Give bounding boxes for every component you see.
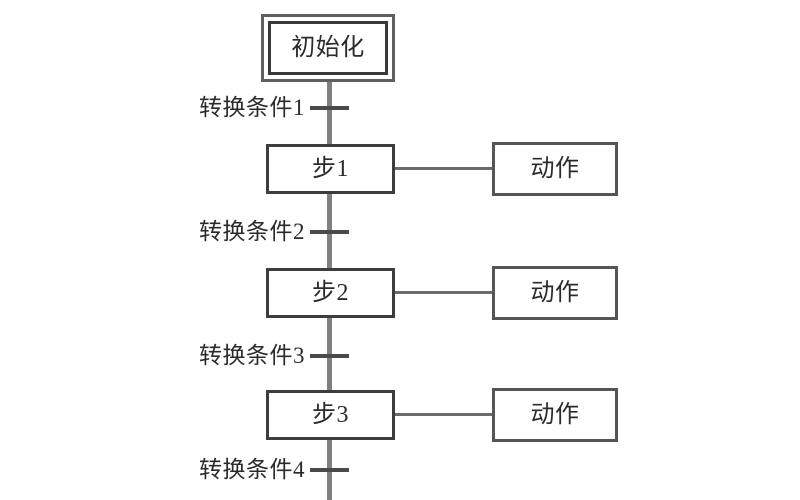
transition-tick-1[interactable]	[310, 106, 349, 110]
trunk-line-init-to-step1	[327, 82, 332, 144]
step-label-3: 步3	[312, 402, 349, 428]
action-connector-1	[395, 167, 492, 170]
step-box-3[interactable]: 步3	[266, 390, 395, 440]
action-label-2: 动作	[530, 280, 580, 306]
step-label-2: 步2	[312, 280, 349, 306]
initial-step-box[interactable]: 初始化	[268, 21, 388, 75]
transition-label-3: 转换条件3	[199, 343, 305, 368]
action-connector-2	[395, 291, 492, 294]
transition-label-4: 转换条件4	[199, 457, 305, 482]
action-connector-3	[395, 413, 492, 416]
transition-label-1: 转换条件1	[199, 95, 305, 120]
transition-label-2: 转换条件2	[199, 219, 305, 244]
action-box-1[interactable]: 动作	[492, 142, 618, 196]
action-label-1: 动作	[530, 156, 580, 182]
action-label-3: 动作	[530, 402, 580, 428]
initial-step-outer-frame: 初始化	[261, 14, 395, 82]
transition-tick-2[interactable]	[310, 230, 349, 234]
action-box-3[interactable]: 动作	[492, 388, 618, 442]
transition-tick-3[interactable]	[310, 354, 349, 358]
action-box-2[interactable]: 动作	[492, 266, 618, 320]
transition-tick-4[interactable]	[310, 468, 349, 472]
step-label-1: 步1	[312, 156, 349, 182]
initial-step-label: 初始化	[291, 35, 365, 61]
step-box-1[interactable]: 步1	[266, 144, 395, 194]
step-box-2[interactable]: 步2	[266, 268, 395, 318]
